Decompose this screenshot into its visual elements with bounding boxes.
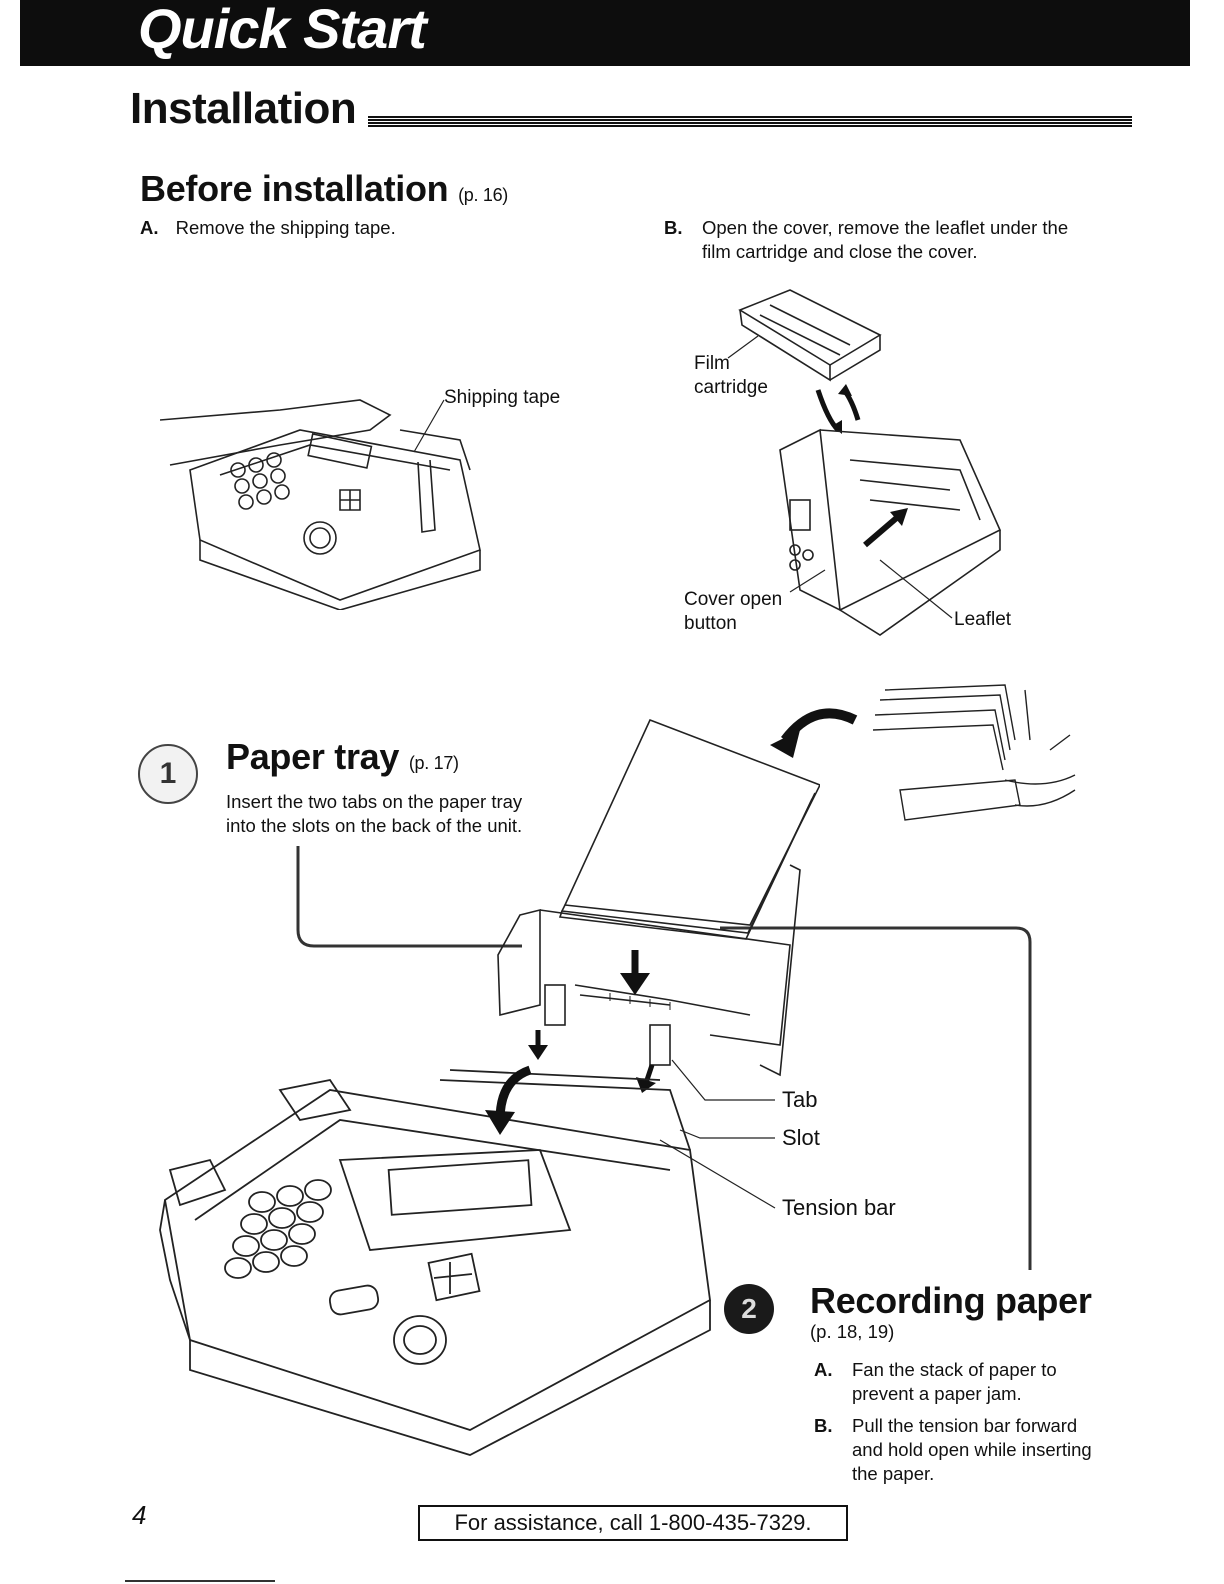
tab-label: Tab: [782, 1087, 818, 1112]
assistance-box: For assistance, call 1-800-435-7329.: [418, 1505, 848, 1541]
tension-bar-label: Tension bar: [782, 1195, 896, 1220]
leaflet-label: Leaflet: [954, 609, 1012, 630]
recording-step-a: A. Fan the stack of paper to prevent a p…: [814, 1358, 1092, 1406]
paper-tray-title: Paper tray: [226, 736, 400, 777]
shipping-tape-leader: [413, 399, 445, 453]
step-a-letter: A.: [140, 217, 159, 238]
step-1-number: 1: [159, 757, 177, 790]
recording-step-b: B. Pull the tension bar forward and hold…: [814, 1414, 1092, 1486]
film-label: Film: [694, 353, 730, 374]
page-number: 4: [132, 1500, 147, 1530]
step-b-before: B. Open the cover, remove the leaflet un…: [664, 216, 1068, 264]
before-installation-heading: Before installation (p. 16): [140, 168, 508, 210]
step-b-letter: B.: [664, 217, 683, 238]
cover-arrows: [815, 384, 861, 434]
button-label: button: [684, 613, 737, 634]
slot-label: Slot: [782, 1125, 820, 1150]
paper-tray-line1: Insert the two tabs on the paper tray: [226, 791, 523, 812]
section-title: Installation: [130, 84, 357, 133]
recording-step-a-line2: prevent a paper jam.: [852, 1383, 1022, 1404]
step-2-number: 2: [741, 1293, 757, 1324]
shipping-tape-label: Shipping tape: [444, 387, 561, 408]
recording-paper-steps: A. Fan the stack of paper to prevent a p…: [814, 1358, 1092, 1494]
paper-tray-heading: Paper tray (p. 17): [226, 736, 459, 778]
step-a-text: Remove the shipping tape.: [175, 217, 396, 238]
bottom-rule: [125, 1580, 275, 1582]
paper-tray-line2: into the slots on the back of the unit.: [226, 815, 523, 836]
paper-tray-page-ref: (p. 17): [408, 753, 459, 773]
recording-step-b-line3: the paper.: [852, 1463, 935, 1484]
header-banner: Quick Start: [20, 0, 1190, 66]
recording-step-b-line2: and hold open while inserting: [852, 1439, 1092, 1460]
recording-step-b-line1: Pull the tension bar forward: [852, 1415, 1078, 1436]
title-rule: [368, 116, 1132, 127]
paper-tray-illustration: [497, 718, 820, 1093]
before-leaders: [727, 335, 953, 619]
recording-paper-page-ref: (p. 18, 19): [810, 1321, 895, 1342]
banner-title: Quick Start: [138, 0, 427, 60]
step-b-line2: film cartridge and close the cover.: [702, 241, 978, 262]
step-2-badge: 2: [724, 1284, 774, 1334]
shipping-tape-illustration: [160, 399, 481, 610]
step-1-badge: 1: [138, 744, 198, 804]
fanning-paper-illustration: [872, 684, 1076, 821]
cartridge-label: cartridge: [694, 377, 768, 398]
fax-machine-illustration: [159, 1065, 711, 1456]
film-cartridge-illustration: [738, 289, 882, 382]
cover-open-label: Cover open: [684, 589, 783, 610]
recording-paper-heading: Recording paper: [810, 1280, 1092, 1321]
before-installation-page-ref: (p. 16): [458, 185, 508, 205]
paper-tray-instructions: Insert the two tabs on the paper tray in…: [226, 790, 522, 838]
before-installation-title: Before installation: [140, 168, 449, 209]
recording-step-a-line1: Fan the stack of paper to: [852, 1359, 1057, 1380]
fan-paper-arrow: [770, 708, 858, 758]
open-fax-illustration: [779, 428, 1002, 636]
recording-step-a-letter: A.: [814, 1359, 833, 1380]
step-b-line1: Open the cover, remove the leaflet under…: [702, 217, 1069, 238]
recording-step-b-letter: B.: [814, 1415, 833, 1436]
step-a-before: A. Remove the shipping tape.: [140, 216, 396, 240]
